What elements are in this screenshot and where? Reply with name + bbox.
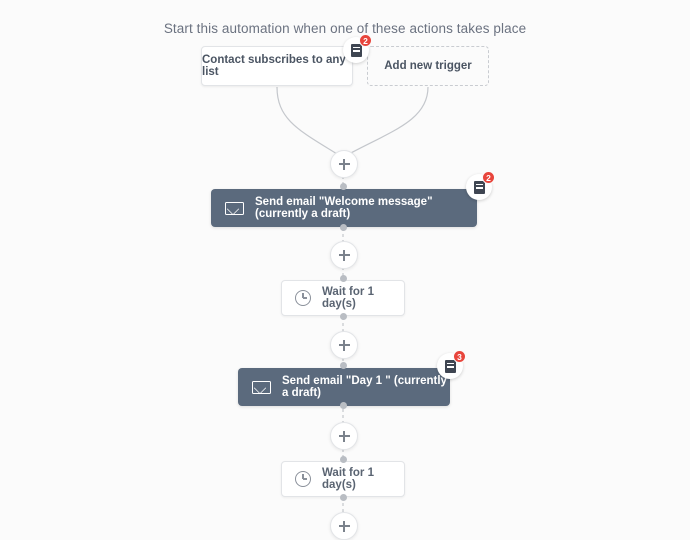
badge-count: 3 — [453, 350, 466, 363]
envelope-icon — [225, 201, 244, 215]
connector-dot — [339, 402, 347, 409]
badge-count: 2 — [359, 34, 372, 47]
add-new-trigger-button[interactable]: Add new trigger — [367, 46, 489, 86]
email-step-day1[interactable]: Send email "Day 1 " (currently a draft) — [238, 368, 450, 406]
wait-step-label: Wait for 1 day(s) — [322, 286, 374, 310]
connector-dot — [339, 275, 347, 282]
clock-icon — [295, 471, 311, 487]
trigger-label: Contact subscribes to any list — [202, 54, 346, 78]
envelope-icon — [252, 380, 271, 394]
badge-count: 2 — [482, 171, 495, 184]
connector-dot — [339, 362, 347, 369]
connector-dot — [339, 183, 347, 190]
add-trigger-label: Add new trigger — [384, 60, 472, 72]
connector-dot — [339, 313, 347, 320]
connector-dot — [339, 494, 347, 501]
connector-dot — [339, 224, 347, 231]
automation-canvas: Start this automation when one of these … — [0, 0, 690, 529]
email-step-welcome[interactable]: Send email "Welcome message" (currently … — [211, 189, 477, 227]
note-icon — [444, 359, 456, 373]
wait-step-1[interactable]: Wait for 1 day(s) — [281, 280, 405, 316]
wait-step-2[interactable]: Wait for 1 day(s) — [281, 461, 405, 497]
wait-step-label: Wait for 1 day(s) — [322, 467, 374, 491]
email-step-label: Send email "Welcome message" (currently … — [255, 196, 433, 220]
note-badge-email-day1[interactable]: 3 — [437, 350, 466, 379]
add-step-button-4[interactable] — [330, 422, 358, 450]
clock-icon — [295, 290, 311, 306]
add-step-button-1[interactable] — [330, 150, 358, 178]
email-step-label: Send email "Day 1 " (currently a draft) — [282, 375, 447, 399]
add-step-button-3[interactable] — [330, 331, 358, 359]
trigger-contact-subscribes[interactable]: Contact subscribes to any list — [201, 46, 353, 86]
add-step-button-5[interactable] — [330, 512, 358, 540]
note-badge-trigger[interactable]: 2 — [343, 34, 372, 63]
page-title: Start this automation when one of these … — [163, 21, 527, 36]
add-step-button-2[interactable] — [330, 241, 358, 269]
connector-dot — [339, 456, 347, 463]
note-icon — [473, 180, 485, 194]
note-badge-email-welcome[interactable]: 2 — [466, 171, 495, 200]
note-icon — [350, 43, 362, 57]
